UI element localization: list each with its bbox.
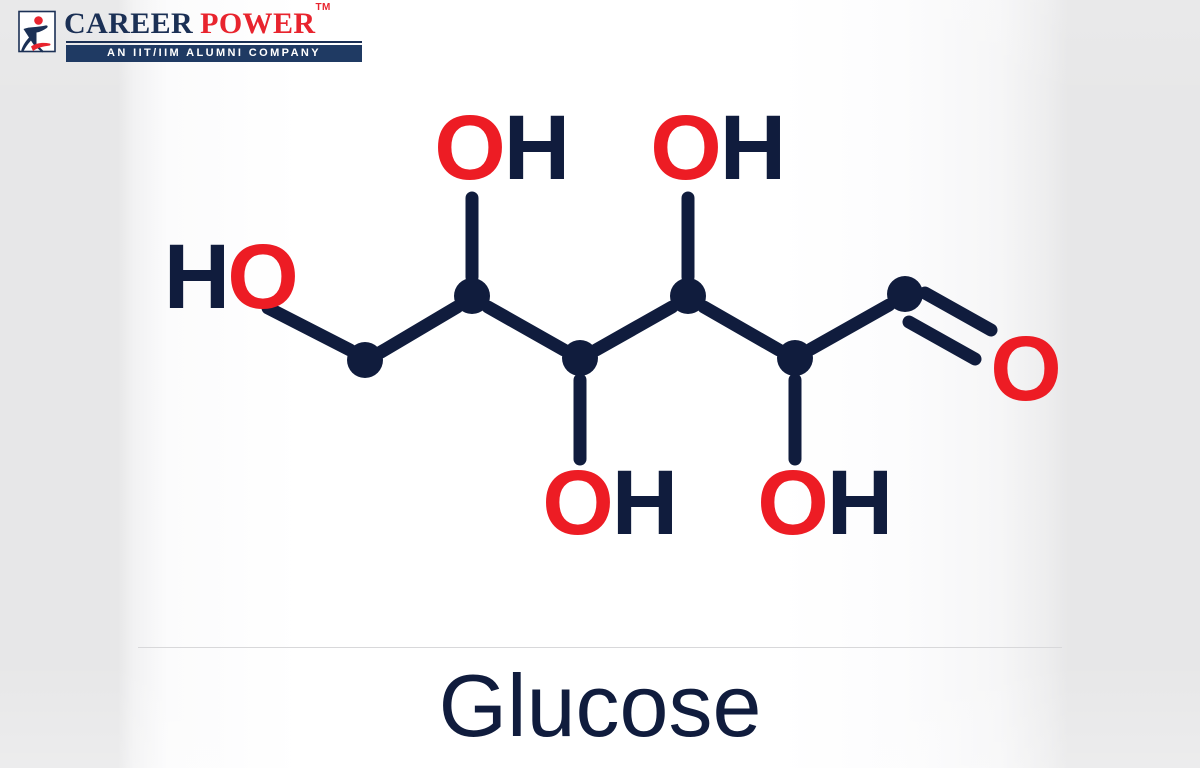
- bond-c1-c2: [374, 300, 464, 359]
- atom-label-group: H O O H O H O H O H O: [164, 97, 1062, 554]
- atom-carbon-5: [777, 340, 813, 376]
- bond-c6-o-line-a: [918, 286, 998, 337]
- bond-c3-c4: [589, 300, 679, 357]
- bond-c2-c3: [481, 300, 571, 357]
- caption-block: Glucose: [138, 659, 1062, 752]
- logo-word-power: POWER: [200, 7, 316, 40]
- logo-trademark: TM: [315, 2, 331, 13]
- label-ho-left-hydrogen: H: [164, 226, 230, 328]
- bond-ho-c1: [261, 301, 357, 357]
- label-oh-top-c4-hydrogen: H: [720, 97, 786, 199]
- label-oh-top-c2-oxygen: O: [434, 97, 506, 199]
- label-oh-top-c4-oxygen: O: [650, 97, 722, 199]
- career-power-emblem-icon: [14, 10, 58, 56]
- atom-carbon-4: [670, 278, 706, 314]
- bond-c4-c5: [697, 300, 786, 357]
- logo-tagline-bar: AN IIT/IIM ALUMNI COMPANY: [66, 45, 362, 62]
- label-oh-bottom-c5-oxygen: O: [757, 452, 829, 554]
- caption-divider: [138, 647, 1062, 648]
- label-oh-bottom-c3-hydrogen: H: [612, 452, 678, 554]
- atom-group: [347, 276, 923, 378]
- molecule-caption: Glucose: [438, 656, 762, 755]
- atom-carbon-3: [562, 340, 598, 376]
- logo-tagline: AN IIT/IIM ALUMNI COMPANY: [107, 47, 321, 59]
- label-oh-bottom-c5-hydrogen: H: [827, 452, 893, 554]
- label-oh-bottom-c3-oxygen: O: [542, 452, 614, 554]
- atom-carbon-6: [887, 276, 923, 312]
- atom-carbon-1: [347, 342, 383, 378]
- atom-carbon-2: [454, 278, 490, 314]
- label-oh-top-c2-hydrogen: H: [504, 97, 570, 199]
- label-o-carbonyl-oxygen: O: [990, 318, 1062, 420]
- label-ho-left-oxygen: O: [227, 226, 299, 328]
- logo-word-career: CAREER: [64, 7, 194, 40]
- bond-c6-o-line-b: [902, 315, 982, 366]
- bond-c5-c6: [804, 298, 896, 356]
- bond-group: [261, 191, 998, 466]
- logo-rule: [66, 41, 362, 43]
